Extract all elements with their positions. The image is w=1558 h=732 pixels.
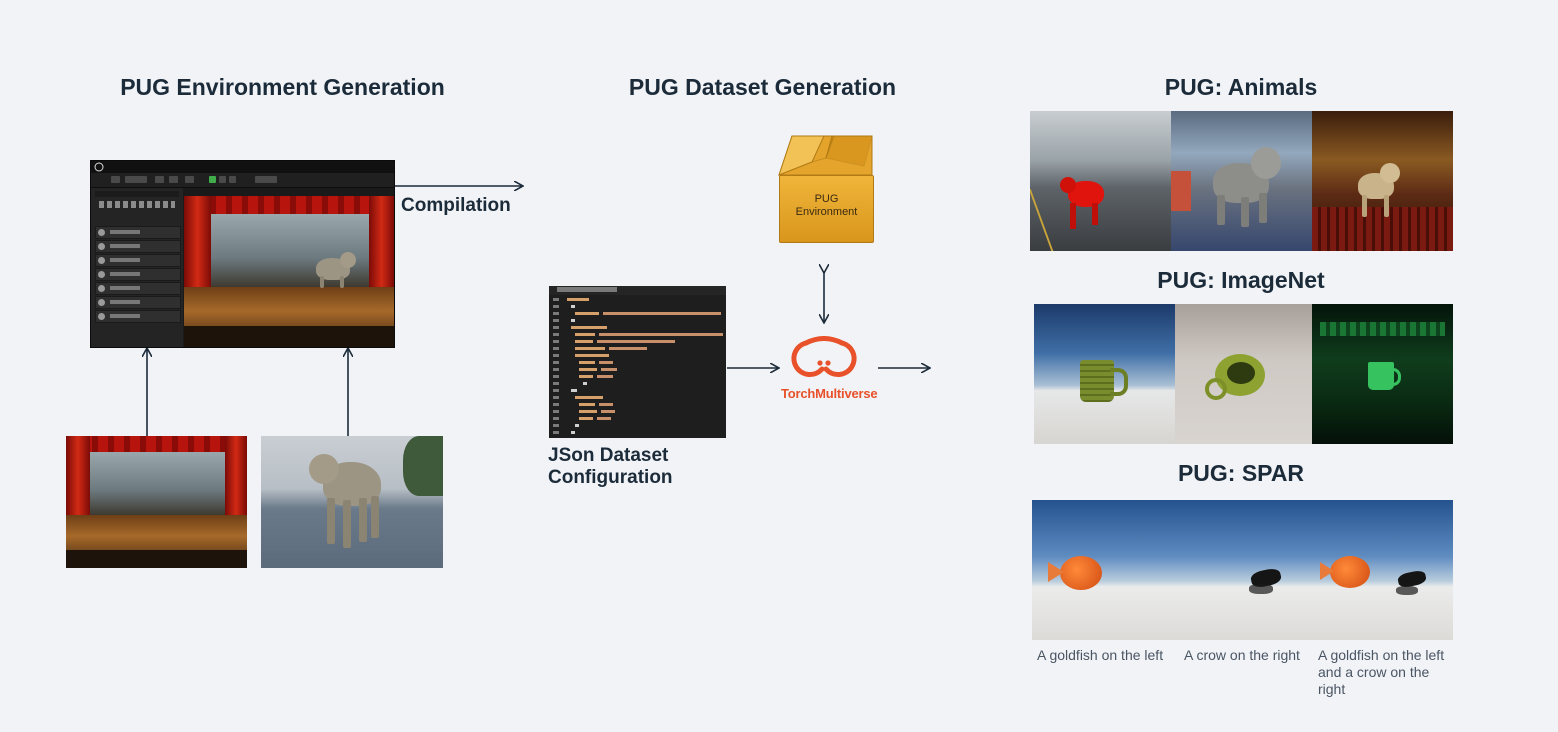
spar-image-goldfish-left	[1032, 500, 1173, 640]
heading-pug-animals: PUG: Animals	[1164, 74, 1318, 100]
pug-environment-box	[779, 175, 874, 243]
label-json-config-line2: Configuration	[548, 467, 673, 488]
unreal-logo-icon	[94, 162, 104, 172]
label-compilation: Compilation	[401, 195, 511, 216]
imagenet-image-mug-3	[1312, 304, 1453, 444]
animals-image-road	[1030, 111, 1171, 251]
pug-environment-label: PUG Environment	[779, 193, 874, 219]
torchmultiverse-wordmark: TorchMultiverse	[781, 386, 878, 401]
spar-caption-2: A crow on the right	[1184, 647, 1300, 663]
spar-caption-1: A goldfish on the left	[1037, 647, 1164, 663]
label-json-config: JSon Dataset Configuration	[548, 445, 673, 489]
spar-image-goldfish-and-crow	[1312, 500, 1453, 640]
editor-viewport	[184, 196, 394, 347]
place-actors-panel	[91, 188, 183, 347]
animals-image-theatre	[1312, 111, 1453, 251]
imagenet-image-mug-1	[1034, 304, 1175, 444]
heading-pug-spar: PUG: SPAR	[1177, 460, 1305, 486]
spar-caption-3: A goldfish on the left and a crow on the…	[1318, 647, 1445, 697]
stage-environment-thumbnail	[66, 436, 247, 568]
editor-toolbar	[91, 173, 394, 188]
elephant-asset-thumbnail	[261, 436, 443, 568]
box-label-line2: Environment	[795, 206, 858, 218]
cardboard-box-icon	[778, 135, 873, 176]
heading-environment-generation: PUG Environment Generation	[120, 74, 445, 100]
heading-pug-imagenet: PUG: ImageNet	[1157, 267, 1325, 293]
unreal-editor-screenshot	[90, 160, 395, 348]
spar-image-crow-right	[1173, 500, 1312, 640]
json-config-editor	[549, 286, 726, 438]
editor-menubar	[91, 161, 394, 173]
torchmultiverse-logo-icon	[791, 336, 857, 377]
imagenet-image-mug-2	[1175, 304, 1312, 444]
animals-image-station	[1171, 111, 1312, 251]
box-label-line1: PUG	[814, 193, 839, 205]
heading-dataset-generation: PUG Dataset Generation	[628, 74, 897, 100]
label-json-config-line1: JSon Dataset	[548, 445, 669, 466]
